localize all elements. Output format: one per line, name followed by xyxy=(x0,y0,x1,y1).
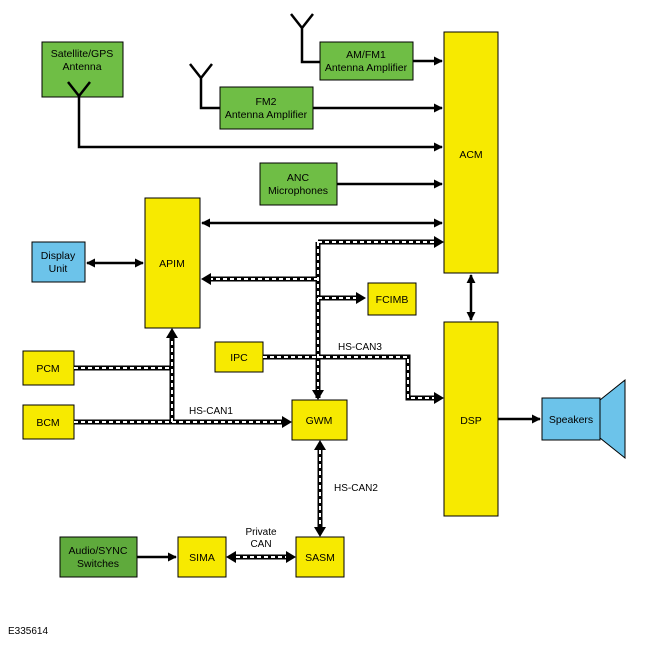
apim-label: APIM xyxy=(159,258,185,270)
acm-box: ACM xyxy=(443,31,499,274)
fm2-antenna-amplifier-box: FM2 Antenna Amplifier xyxy=(219,86,314,130)
dsp-label: DSP xyxy=(460,415,482,427)
ipc-box: IPC xyxy=(214,341,264,373)
display-unit-box: Display Unit xyxy=(31,241,86,283)
hs-can2-label: HS-CAN2 xyxy=(334,483,378,494)
pcm-box: PCM xyxy=(22,350,75,386)
am-fm1-antenna-amplifier-box: AM/FM1 Antenna Amplifier xyxy=(319,41,414,81)
am-fm1-antenna-icon xyxy=(290,13,320,64)
arrow-to-gwm-hs-can1 xyxy=(282,416,292,428)
anc-label-2: Microphones xyxy=(268,185,328,197)
fm2-antenna-icon xyxy=(189,63,220,110)
anc-label-1: ANC xyxy=(287,172,310,184)
apim-box: APIM xyxy=(144,197,201,329)
can-arrowheads xyxy=(166,236,444,563)
fcimb-box: FCIMB xyxy=(367,282,417,316)
arrow-to-sasm-private xyxy=(286,551,296,563)
satellite-gps-antenna-box: Satellite/GPS Antenna xyxy=(41,41,124,98)
arrow-to-apim-can xyxy=(201,273,211,285)
fm2-label-2: Antenna Amplifier xyxy=(225,109,308,121)
private-can-label-1: Private xyxy=(245,527,277,538)
arrow-down-to-sasm xyxy=(314,527,326,537)
gwm-label: GWM xyxy=(306,415,333,427)
speakers-box: Speakers xyxy=(541,378,626,460)
satellite-gps-label-2: Antenna xyxy=(62,61,101,73)
display-unit-label-1: Display xyxy=(41,250,76,262)
arrow-to-sima-private xyxy=(226,551,236,563)
pcm-label: PCM xyxy=(36,363,59,375)
hs-can3-label: HS-CAN3 xyxy=(338,342,382,353)
audio-sync-switches-box: Audio/SYNC Switches xyxy=(59,536,138,578)
sasm-label: SASM xyxy=(305,552,335,564)
hs-can1-label: HS-CAN1 xyxy=(189,406,233,417)
speaker-cone-icon xyxy=(599,378,626,460)
arrow-to-dsp-hs-can3 xyxy=(434,392,444,404)
sasm-box: SASM xyxy=(295,536,345,578)
sima-box: SIMA xyxy=(177,536,227,578)
am-fm1-label-1: AM/FM1 xyxy=(346,49,386,61)
display-unit-label-2: Unit xyxy=(49,263,68,275)
arrow-to-acm-can xyxy=(434,236,444,248)
solid-connections xyxy=(77,56,541,562)
sima-label: SIMA xyxy=(189,552,215,564)
arrow-up-to-gwm-hs-can2 xyxy=(314,440,326,450)
bcm-label: BCM xyxy=(36,417,59,429)
arrow-to-fcimb xyxy=(356,292,366,304)
acm-label: ACM xyxy=(459,149,482,161)
arrow-up-to-apim xyxy=(166,328,178,338)
bcm-box: BCM xyxy=(22,404,75,440)
audio-sync-label-2: Switches xyxy=(77,558,119,570)
private-can-label-2: CAN xyxy=(250,539,271,550)
dsp-box: DSP xyxy=(443,321,499,517)
am-fm1-label-2: Antenna Amplifier xyxy=(325,62,408,74)
gwm-box: GWM xyxy=(291,399,348,441)
anc-microphones-box: ANC Microphones xyxy=(259,162,338,206)
ipc-label: IPC xyxy=(230,352,248,364)
satellite-gps-label-1: Satellite/GPS xyxy=(51,48,113,60)
audio-sync-label-1: Audio/SYNC xyxy=(69,545,128,557)
figure-id: E335614 xyxy=(8,626,49,637)
can-bus-dashes xyxy=(74,241,436,558)
speakers-label: Speakers xyxy=(549,414,593,426)
gps-to-acm-line xyxy=(77,96,443,152)
fcimb-label: FCIMB xyxy=(376,294,409,306)
arrow-down-to-gwm xyxy=(312,390,324,400)
fm2-label-1: FM2 xyxy=(256,96,277,108)
